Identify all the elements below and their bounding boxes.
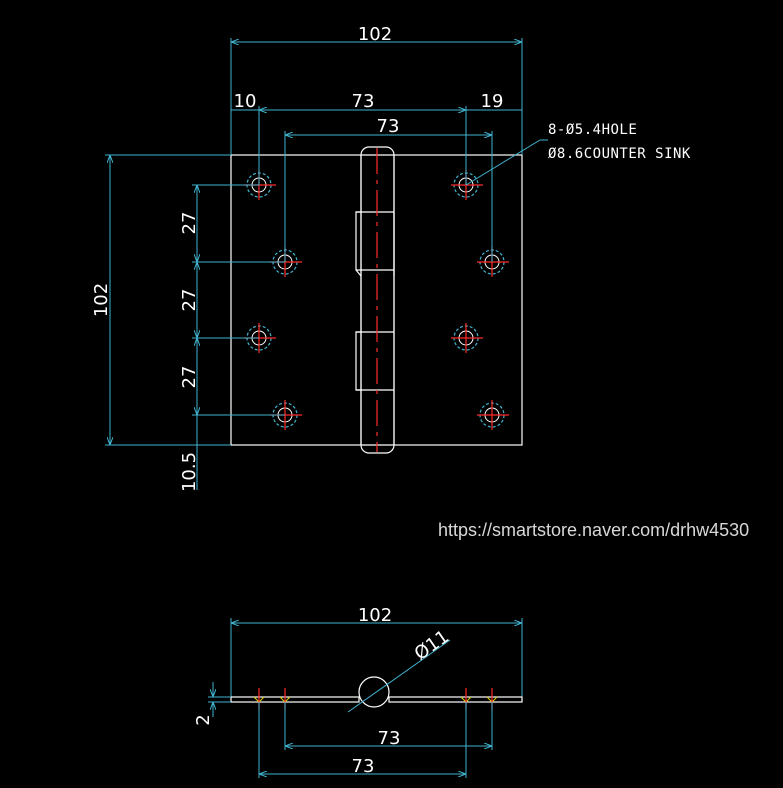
height-label: 102 (91, 283, 112, 317)
inner-spacing-label: 73 (377, 116, 400, 137)
hole-icon (451, 170, 483, 200)
outer-spacing-label: 73 (352, 91, 375, 112)
note-leader (465, 139, 541, 186)
right-plate-section (388, 696, 523, 703)
hole-icon (477, 247, 509, 277)
vspacing-3-label: 27 (179, 366, 200, 389)
right-leaf (393, 154, 523, 446)
knuckle-section (358, 676, 390, 708)
left-leaf (230, 154, 362, 446)
hole-icon (477, 400, 509, 430)
vspacing-2-label: 27 (179, 289, 200, 312)
overall-width-label: 102 (358, 24, 392, 45)
vertical-dimensions (105, 154, 285, 490)
section-outer-spacing-label: 73 (352, 756, 375, 777)
bottom-offset-label: 10.5 (179, 452, 200, 492)
thickness-label: 2 (193, 714, 214, 725)
hole-note-line1: 8-Ø5.4HOLE (548, 122, 637, 138)
hole-icon (451, 323, 483, 353)
hole-note-line2: Ø8.6COUNTER SINK (548, 146, 691, 162)
knuckle-diameter-label: Ø11 (411, 626, 453, 664)
section-inner-spacing-label: 73 (378, 728, 401, 749)
left-offset-label: 10 (234, 91, 257, 112)
left-plate-section (230, 696, 360, 703)
horizontal-dimensions (230, 38, 523, 262)
top-view: 102 10 73 19 73 102 27 27 27 10.5 8-Ø5.4… (91, 24, 691, 492)
knuckle-barrel (355, 146, 395, 454)
section-width-label: 102 (358, 605, 392, 626)
section-view: 102 Ø11 2 73 73 (193, 605, 523, 778)
vspacing-1-label: 27 (179, 212, 200, 235)
right-offset-label: 19 (481, 91, 504, 112)
store-url: https://smartstore.naver.com/drhw4530 (438, 520, 749, 540)
